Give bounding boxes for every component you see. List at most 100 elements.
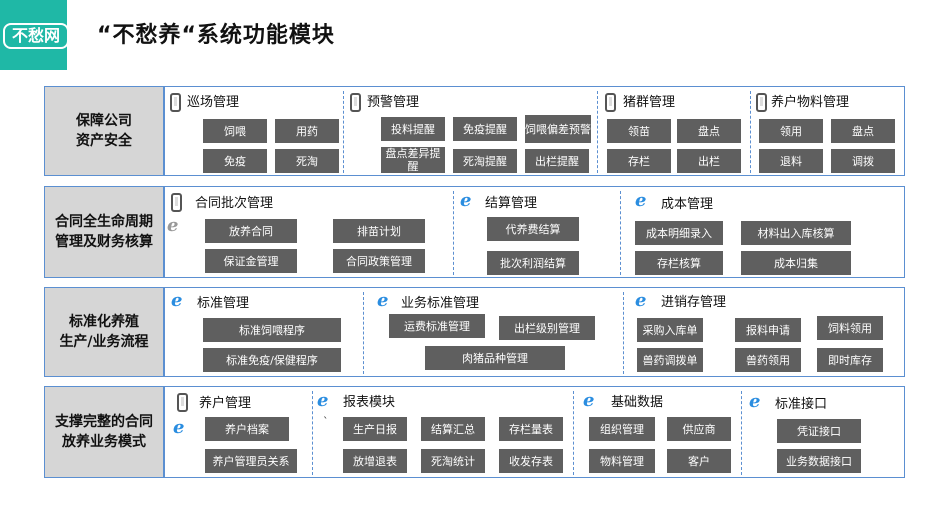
- phone-icon: [756, 93, 767, 112]
- module-button[interactable]: 养户档案: [205, 417, 289, 441]
- module-button[interactable]: 死淘提醒: [453, 149, 517, 173]
- module-button[interactable]: 标准免疫/保健程序: [203, 348, 341, 372]
- module-button[interactable]: 结算汇总: [421, 417, 485, 441]
- module-button[interactable]: 饲喂偏差预警: [525, 115, 591, 143]
- section-title-cost: 成本管理: [661, 197, 714, 212]
- module-button[interactable]: 保证金管理: [205, 249, 297, 273]
- module-button[interactable]: 存栏: [607, 149, 671, 173]
- ie-icon: e: [583, 390, 595, 411]
- module-button[interactable]: 标准饲喂程序: [203, 318, 341, 342]
- row-panel-business-model: e 养户管理 养户档案 养户管理员关系 e 报表模块 ` 生产日报 结算汇总 存…: [164, 386, 905, 478]
- section-title-material: 养户物料管理: [771, 95, 850, 110]
- module-button[interactable]: 退料: [759, 149, 823, 173]
- module-button[interactable]: 盘点: [831, 119, 895, 143]
- row-label-standardization: 标准化养殖生产/业务流程: [44, 287, 164, 377]
- section-title-herd: 猪群管理: [623, 95, 676, 110]
- module-button[interactable]: 采购入库单: [637, 318, 703, 342]
- module-button[interactable]: 收发存表: [499, 449, 563, 473]
- module-button[interactable]: 出栏级别管理: [499, 316, 595, 340]
- module-button[interactable]: 存栏量表: [499, 417, 563, 441]
- module-button[interactable]: 组织管理: [589, 417, 655, 441]
- row-label-line: 支撑完整的合同: [55, 414, 153, 430]
- module-button[interactable]: 免疫: [203, 149, 267, 173]
- ie-icon: e: [635, 290, 647, 311]
- section-title-contract: 合同批次管理: [195, 196, 274, 211]
- module-button[interactable]: 领苗: [607, 119, 671, 143]
- module-button[interactable]: 代养费结算: [487, 217, 579, 241]
- module-button[interactable]: 盘点: [677, 119, 741, 143]
- module-button[interactable]: 供应商: [667, 417, 731, 441]
- module-button[interactable]: 出栏: [677, 149, 741, 173]
- row-label-asset-security: 保障公司资产安全: [44, 86, 164, 176]
- ie-icon: e: [460, 190, 472, 211]
- module-button[interactable]: 免疫提醒: [453, 117, 517, 141]
- module-button[interactable]: 存栏核算: [635, 251, 723, 275]
- module-button[interactable]: 生产日报: [343, 417, 407, 441]
- module-button[interactable]: 用药: [275, 119, 339, 143]
- ie-icon: e: [171, 290, 183, 311]
- section-title-settlement: 结算管理: [485, 196, 538, 211]
- row-label-line: 生产/业务流程: [59, 334, 149, 350]
- module-button[interactable]: 材料出入库核算: [741, 221, 851, 245]
- section-divider: [597, 91, 598, 173]
- row-label-line: 保障公司: [76, 113, 132, 129]
- module-button[interactable]: 饲料领用: [817, 316, 883, 340]
- section-title-basic-data: 基础数据: [611, 395, 664, 410]
- phone-icon: [170, 93, 181, 112]
- module-button[interactable]: 物料管理: [589, 449, 655, 473]
- section-divider: [453, 191, 454, 275]
- ie-icon: e: [173, 417, 185, 438]
- section-title-report: 报表模块: [343, 395, 396, 410]
- tick-mark: `: [323, 415, 329, 428]
- row-label-contract-finance: 合同全生命周期管理及财务核算: [44, 186, 164, 278]
- section-divider: [620, 191, 621, 275]
- module-button[interactable]: 客户: [667, 449, 731, 473]
- module-button[interactable]: 死淘统计: [421, 449, 485, 473]
- section-title-alert: 预警管理: [367, 95, 420, 110]
- module-button[interactable]: 业务数据接口: [777, 449, 861, 473]
- section-title-interface: 标准接口: [775, 397, 828, 412]
- phone-icon: [177, 393, 188, 412]
- row-panel-contract-finance: e 合同批次管理 放养合同 排苗计划 保证金管理 合同政策管理 e 结算管理 代…: [164, 186, 905, 278]
- section-title-patrol: 巡场管理: [187, 95, 240, 110]
- phone-icon: [605, 93, 616, 112]
- module-button[interactable]: 排苗计划: [333, 219, 425, 243]
- row-label-line: 合同全生命周期: [55, 214, 153, 230]
- row-label-line: 放养业务模式: [62, 434, 146, 450]
- module-button[interactable]: 报料申请: [735, 318, 801, 342]
- module-button[interactable]: 死淘: [275, 149, 339, 173]
- section-divider: [343, 91, 344, 173]
- row-label-business-model: 支撑完整的合同放养业务模式: [44, 386, 164, 478]
- module-button[interactable]: 成本明细录入: [635, 221, 723, 245]
- module-button[interactable]: 放养合同: [205, 219, 297, 243]
- ie-icon: e: [377, 290, 389, 311]
- module-button[interactable]: 饲喂: [203, 119, 267, 143]
- section-divider: [750, 91, 751, 173]
- module-button[interactable]: 成本归集: [741, 251, 851, 275]
- row-panel-asset-security: 巡场管理 饲喂 用药 免疫 死淘 预警管理 投料提醒 免疫提醒 饲喂偏差预警 盘…: [164, 86, 905, 176]
- module-button[interactable]: 盘点差异提醒: [381, 147, 445, 173]
- module-button[interactable]: 兽药调拨单: [637, 348, 703, 372]
- module-button[interactable]: 运费标准管理: [389, 314, 485, 338]
- logo-text: 不愁网: [3, 23, 69, 49]
- section-divider: [741, 391, 742, 475]
- module-button[interactable]: 兽药领用: [735, 348, 801, 372]
- module-button[interactable]: 投料提醒: [381, 117, 445, 141]
- module-button[interactable]: 领用: [759, 119, 823, 143]
- module-button[interactable]: 肉猪品种管理: [425, 346, 565, 370]
- section-title-inventory: 进销存管理: [661, 295, 727, 310]
- module-button[interactable]: 即时库存: [817, 348, 883, 372]
- module-button[interactable]: 调拨: [831, 149, 895, 173]
- module-button[interactable]: 凭证接口: [777, 419, 861, 443]
- module-button[interactable]: 批次利润结算: [487, 251, 579, 275]
- module-button[interactable]: 合同政策管理: [333, 249, 425, 273]
- row-label-line: 资产安全: [76, 133, 132, 149]
- logo: 不愁网: [0, 0, 69, 70]
- section-title-business-standard: 业务标准管理: [401, 296, 480, 311]
- module-button[interactable]: 养户管理员关系: [205, 449, 297, 473]
- module-button[interactable]: 出栏提醒: [525, 149, 589, 173]
- module-button[interactable]: 放增退表: [343, 449, 407, 473]
- section-title-standard: 标准管理: [197, 296, 250, 311]
- phone-icon: [171, 193, 182, 212]
- page-title: “不愁养“系统功能模块: [97, 23, 335, 48]
